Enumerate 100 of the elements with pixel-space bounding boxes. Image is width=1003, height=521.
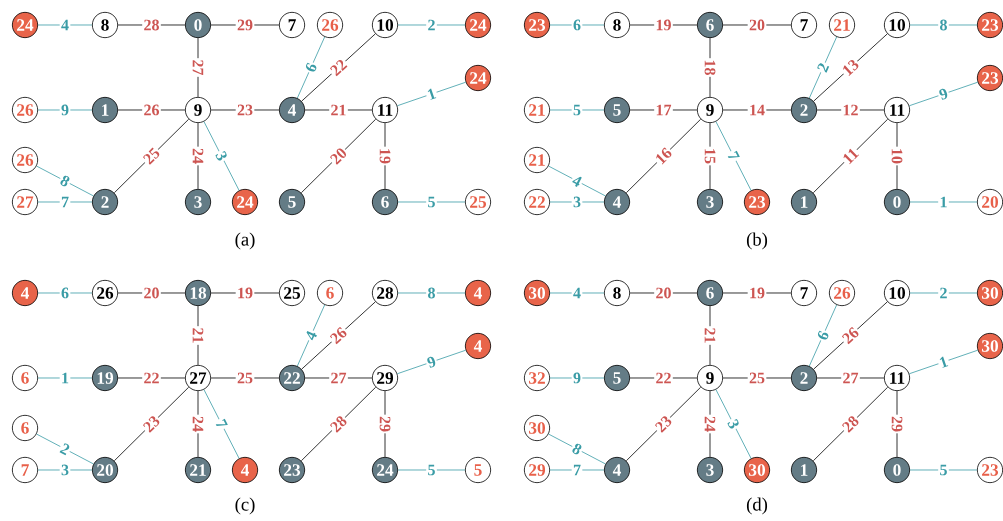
edge-line (909, 469, 978, 471)
edge-line (808, 36, 838, 99)
edge-label: 20 (327, 144, 350, 168)
edge-label: 22 (142, 371, 161, 385)
edge-line (909, 292, 978, 294)
edge-label: 23 (235, 103, 255, 117)
edge-label: 6 (59, 286, 71, 300)
edge-label: 24 (703, 414, 717, 434)
edge-line (709, 122, 711, 190)
edge-line (117, 109, 186, 111)
edge-label: 5 (426, 195, 437, 209)
edge-label: 5 (426, 463, 437, 477)
edge-line (37, 24, 93, 26)
edge-line (629, 377, 698, 379)
edge-line (625, 118, 702, 194)
edge-label: 1 (938, 195, 949, 209)
edge-line (113, 118, 190, 194)
edge-line (812, 386, 889, 462)
edge-line (197, 37, 199, 98)
edge-label: 19 (378, 146, 392, 166)
edge-line (629, 109, 698, 111)
edge-label: 3 (59, 463, 71, 477)
edge-line (396, 349, 467, 375)
edge-label: 1 (59, 371, 71, 385)
edge-label: 20 (142, 286, 161, 300)
edge-label: 9 (936, 85, 951, 103)
edge-label: 2 (938, 286, 949, 300)
edge-label: 23 (652, 412, 675, 436)
edge-label: 29 (890, 414, 904, 434)
edge-line (715, 121, 752, 191)
edge-line (397, 24, 466, 26)
edge-label: 25 (235, 371, 255, 385)
edge-line (384, 122, 386, 190)
edge-line (896, 390, 898, 458)
edge-line (908, 81, 979, 107)
edge-line (909, 24, 978, 26)
edge-label: 4 (569, 172, 585, 190)
edge-label: 19 (747, 286, 767, 300)
edge-line (210, 292, 280, 294)
edge-label: 9 (571, 371, 583, 385)
edge-line (197, 305, 199, 366)
edge-label: 28 (327, 412, 350, 436)
edge-label: 7 (725, 148, 742, 164)
edge-label: 11 (839, 145, 862, 167)
edge-label: 18 (703, 58, 717, 77)
edge-label: 6 (302, 59, 320, 76)
edge-label: 21 (191, 326, 205, 345)
edge-label: 29 (378, 414, 392, 434)
edge-line (37, 377, 93, 379)
edge-label: 23 (140, 412, 163, 436)
edge-line (210, 109, 280, 111)
edge-label: 17 (654, 103, 673, 117)
edge-label: 27 (191, 58, 205, 77)
edge-label: 13 (839, 56, 862, 79)
edge-label: 19 (235, 286, 255, 300)
edge-line (722, 24, 792, 26)
edge-label: 3 (571, 195, 583, 209)
edge-label: 5 (571, 103, 583, 117)
edge-line (808, 304, 838, 367)
edge-line (300, 386, 377, 462)
edge-line (722, 377, 792, 379)
edge-line (210, 24, 280, 26)
edge-label: 26 (327, 324, 350, 347)
edge-label: 2 (57, 440, 73, 458)
edge-label: 9 (424, 353, 439, 371)
edge-line (37, 292, 93, 294)
edge-label: 6 (571, 18, 583, 32)
edge-line (113, 386, 190, 462)
edge-line (304, 109, 373, 111)
edge-label: 16 (652, 144, 675, 168)
edge-line (301, 301, 376, 370)
edge-line (397, 201, 466, 203)
edge-line (203, 121, 240, 191)
edge-label: 28 (839, 412, 862, 436)
edge-label: 9 (59, 103, 71, 117)
edge-line (397, 292, 466, 294)
edge-label: 4 (571, 286, 583, 300)
edge-line (384, 390, 386, 458)
edge-line (709, 37, 711, 98)
edge-line (117, 377, 186, 379)
edge-line (816, 377, 885, 379)
edge-line (203, 389, 240, 459)
edge-line (301, 33, 376, 102)
edge-label: 24 (191, 146, 205, 166)
edge-line (549, 469, 605, 471)
edge-label: 4 (59, 18, 71, 32)
edge-label: 10 (890, 146, 904, 166)
edge-line (548, 165, 606, 197)
edge-label: 4 (302, 327, 320, 344)
edge-label: 25 (747, 371, 767, 385)
edge-label: 22 (654, 371, 673, 385)
edge-label: 3 (213, 148, 230, 164)
edge-line (296, 304, 326, 367)
edge-label: 22 (327, 56, 350, 79)
edge-label: 21 (703, 326, 717, 345)
panel-caption: (d) (746, 497, 768, 515)
edge-line (549, 201, 605, 203)
edge-label: 2 (814, 59, 832, 76)
edge-line (709, 305, 711, 366)
edge-label: 7 (213, 416, 230, 432)
